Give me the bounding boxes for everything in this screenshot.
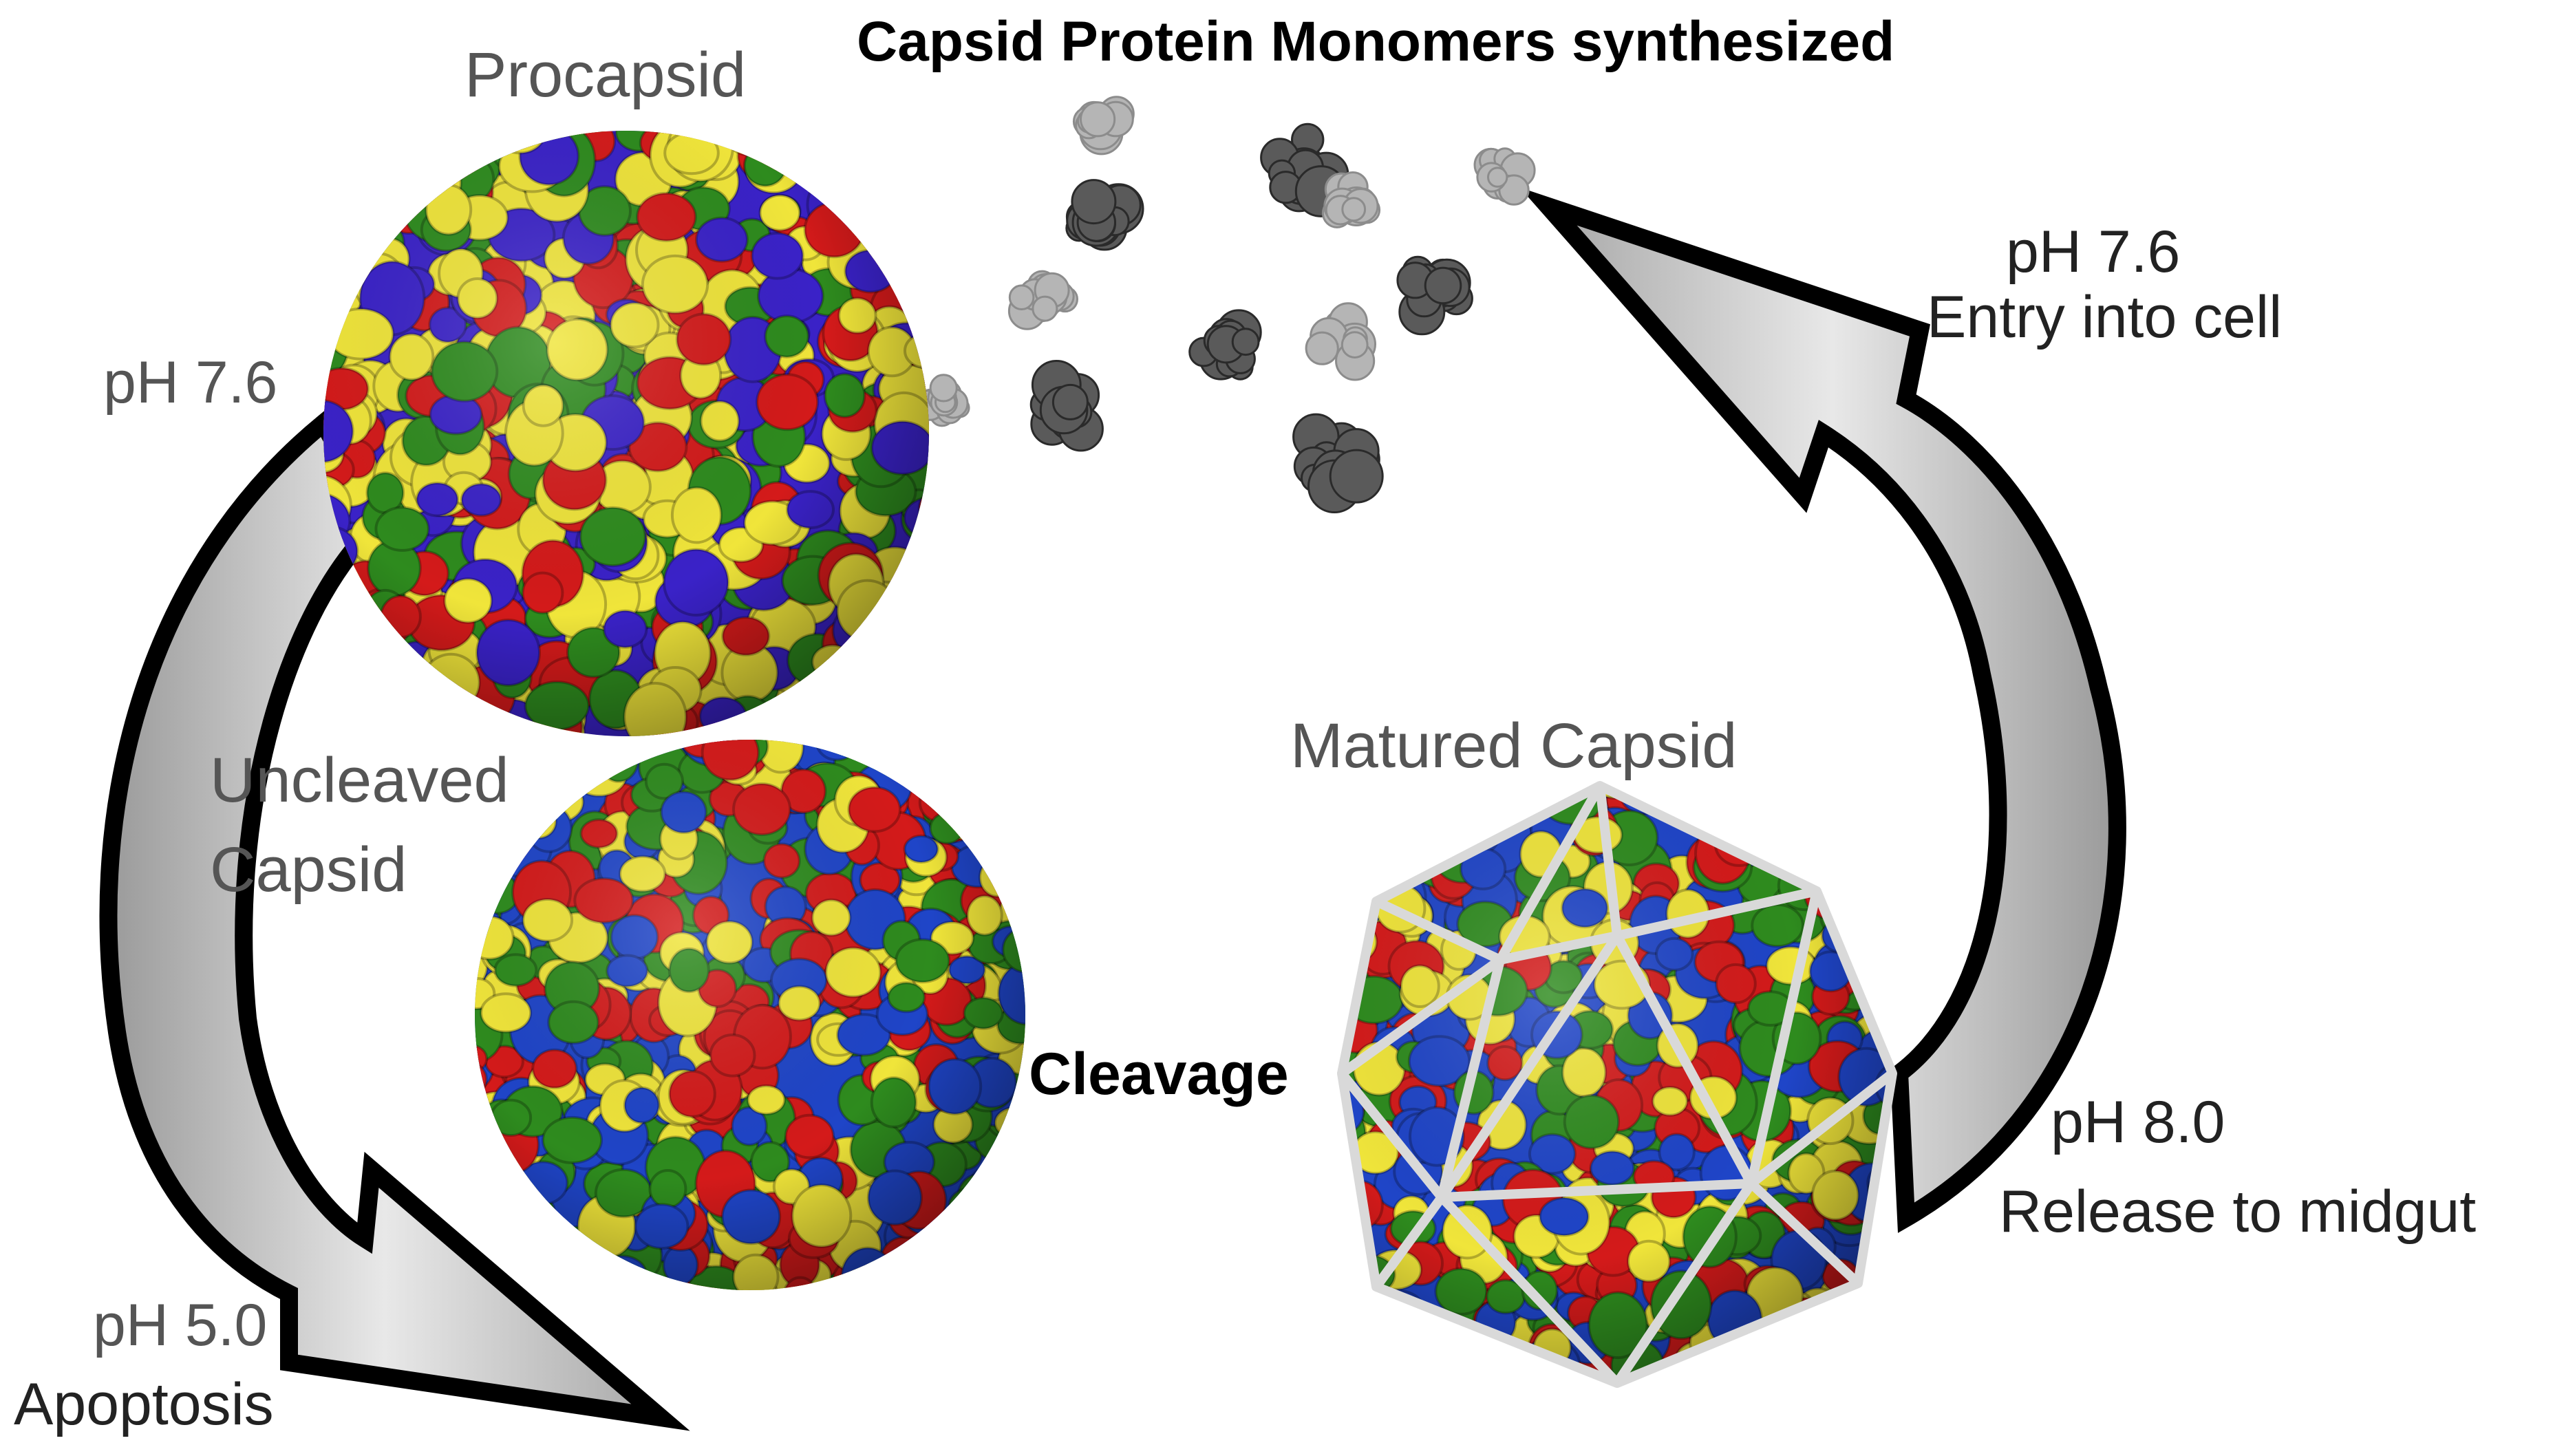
ph-bottom-left-label: pH 5.0 (93, 1292, 267, 1358)
capsid-subunit (1838, 881, 1892, 936)
ph-right-label: pH 8.0 (2051, 1089, 2225, 1155)
entry-into-cell-label: Entry into cell (1927, 284, 2282, 350)
capsid-subunit (1342, 1062, 1345, 1104)
capsid-monomer-icon (1188, 309, 1262, 381)
capsid-subunit (1342, 1183, 1356, 1221)
capsid-subunit (1403, 1317, 1452, 1356)
monomer-lobe (1032, 295, 1058, 322)
uncleaved-label-line2: Capsid (210, 835, 407, 905)
capsid-subunit (1860, 919, 1892, 969)
capsid-monomer-icon (1029, 360, 1104, 452)
capsid-subunit (840, 1267, 879, 1290)
capsid-subunit (725, 131, 773, 157)
uncleaved-label-line1: Uncleaved (210, 745, 509, 815)
capsid-subunit (1855, 941, 1892, 976)
capsid-subunit (323, 379, 326, 422)
capsid-subunit (1744, 1325, 1804, 1383)
capsid-subunit (1342, 996, 1344, 1033)
capsid-subunit (1749, 786, 1806, 846)
capsid-subunit (1546, 1375, 1592, 1383)
matured-capsid-label: Matured Capsid (1290, 711, 1737, 781)
capsid-subunit (1512, 1357, 1575, 1383)
monomer-lobe (1340, 331, 1369, 359)
capsid-subunit (1773, 802, 1836, 863)
procapsid-sphere-icon (323, 131, 929, 736)
capsid-monomer-icon (1396, 255, 1473, 336)
monomer-lobe (1080, 101, 1116, 138)
capsid-subunit (1774, 1329, 1813, 1365)
curved-arrow-down-icon (99, 409, 690, 1431)
monomer-lobe (1305, 331, 1339, 365)
capsid-subunit (1431, 1332, 1471, 1377)
monomer-lobe (1487, 167, 1508, 188)
monomer-lobe (1424, 266, 1462, 305)
procapsid-label: Procapsid (464, 40, 746, 110)
capsid-subunit (1826, 875, 1879, 928)
monomer-lobe (1341, 197, 1367, 222)
capsid-subunit (1342, 1146, 1349, 1201)
monomer-lobe (1231, 328, 1260, 356)
apoptosis-label: Apoptosis (14, 1371, 274, 1437)
capsid-monomer-group (914, 96, 1536, 513)
capsid-subunit (1735, 787, 1779, 835)
capsid-subunit (901, 292, 929, 330)
capsid-subunit (1860, 945, 1892, 993)
curved-arrow-up-icon (1519, 187, 2126, 1233)
capsid-subunit (1342, 1097, 1344, 1138)
diagram-title: Capsid Protein Monomers synthesized (857, 10, 1894, 73)
capsid-subunit (1698, 786, 1740, 824)
capsid-monomer-icon (1305, 302, 1376, 381)
release-to-midgut-label: Release to midgut (1999, 1179, 2476, 1245)
capsid-subunit (1402, 1309, 1440, 1343)
monomer-lobe (1329, 449, 1384, 504)
monomer-lobe (929, 374, 958, 403)
capsid-subunit (917, 486, 929, 531)
capsid-subunit (1747, 804, 1791, 839)
capsid-subunit (1566, 1378, 1603, 1383)
monomer-lobe (1051, 383, 1089, 420)
matured-capsid-icosahedron-icon (1296, 781, 1897, 1388)
ph-left-label: pH 7.6 (103, 350, 277, 416)
capsid-subunit (1296, 1084, 1338, 1124)
capsid-subunit (1867, 1219, 1892, 1257)
capsid-monomer-icon (1292, 413, 1384, 513)
icosahedron-frame (1337, 781, 1897, 1388)
capsid-subunit (1342, 1159, 1358, 1221)
capsid-monomer-icon (1321, 171, 1381, 228)
ph-top-right-label: pH 7.6 (2006, 219, 2180, 285)
capsid-monomer-icon (1072, 96, 1135, 156)
capsid-monomer-icon (1007, 270, 1078, 330)
capsid-subunit (1342, 1144, 1345, 1191)
capsid-subunit (475, 918, 486, 950)
monomer-lobe (1008, 284, 1035, 311)
capsid-monomer-icon (1473, 147, 1536, 206)
capsid-subunit (1696, 1360, 1746, 1383)
capsid-subunit (1738, 786, 1786, 839)
capsid-monomer-icon (1065, 179, 1144, 251)
capsid-subunit (1783, 820, 1837, 877)
capsid-subunit (1815, 850, 1868, 894)
uncleaved-capsid-sphere-icon (475, 740, 1025, 1290)
capsid-subunit (1396, 837, 1438, 872)
capsid-subunit (712, 1283, 764, 1290)
capsid-subunit (1737, 786, 1790, 835)
cleavage-label: Cleavage (1029, 1041, 1289, 1107)
capsid-subunit (1841, 906, 1888, 949)
monomer-lobe (1071, 179, 1117, 225)
